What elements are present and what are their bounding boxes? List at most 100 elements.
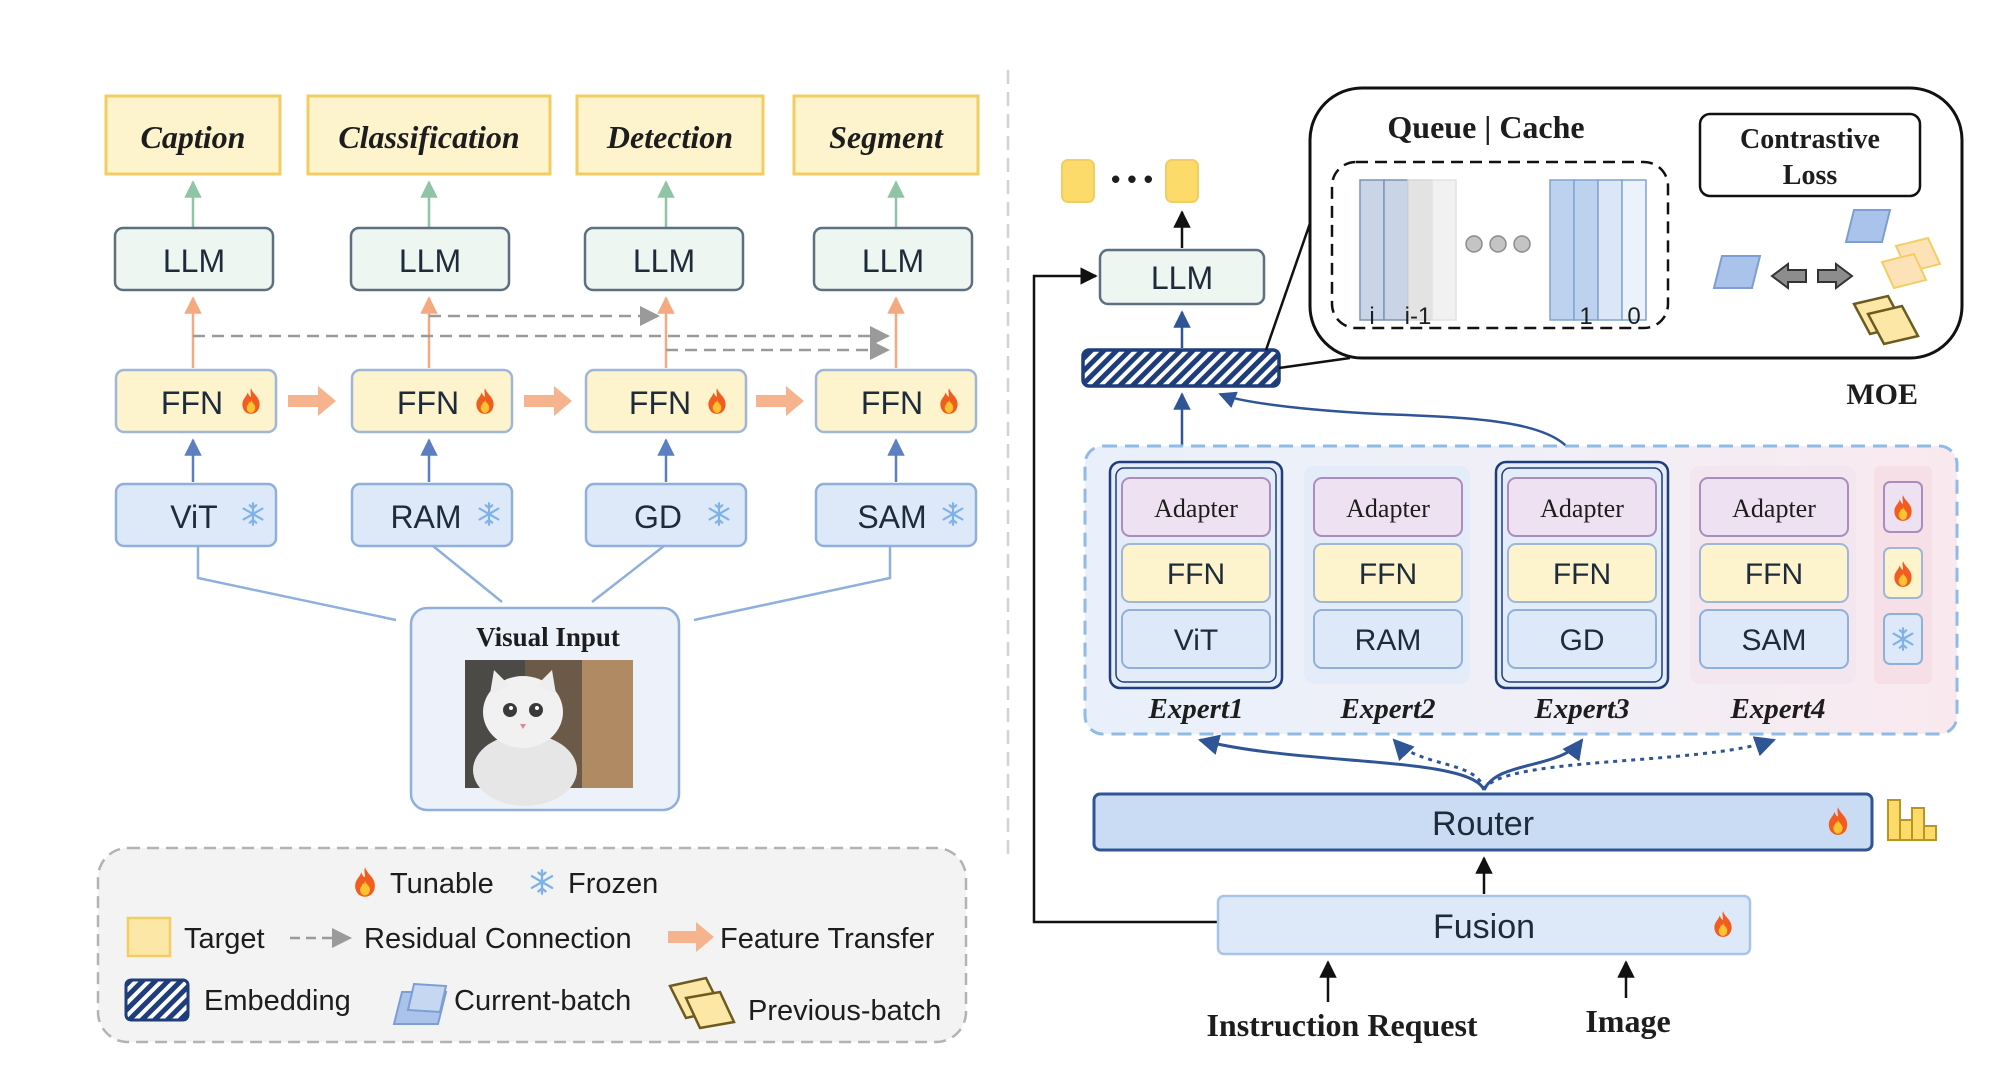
task-detection: Detection xyxy=(575,94,765,176)
legend-embedding: Embedding xyxy=(204,985,351,1017)
moe-label: MOE xyxy=(1846,378,1918,411)
arrow-expert3-to-embedding xyxy=(1218,391,1580,467)
expert-adapter-label: Adapter xyxy=(1732,494,1816,523)
output-token xyxy=(1061,159,1095,203)
instruction-request-label: Instruction Request xyxy=(1206,1007,1477,1043)
encoder-vit-label: ViT xyxy=(170,499,217,535)
fusion-label: Fusion xyxy=(1433,908,1535,946)
previous-batch-icon xyxy=(668,976,736,1030)
queue-cache-panel: Queue | Cache i i-1 1 0 Con xyxy=(1308,86,1964,360)
encoder-vit: ViT xyxy=(114,482,278,548)
legend-current-batch: Current-batch xyxy=(454,985,631,1017)
ffn-label: FFN xyxy=(397,385,459,421)
router-label: Router xyxy=(1432,805,1534,843)
queue-dot xyxy=(1489,235,1507,253)
ffn-box: FFN xyxy=(350,368,514,434)
current-batch-icon xyxy=(1712,255,1762,289)
queue-dot xyxy=(1465,235,1483,253)
expert-encoder-label: RAM xyxy=(1355,624,1422,657)
task-segment-label: Segment xyxy=(829,119,944,155)
legend-tunable: Tunable xyxy=(390,868,494,900)
legend-residual: Residual Connection xyxy=(364,923,632,955)
router-to-experts xyxy=(1197,734,1776,791)
expert-encoder-label: ViT xyxy=(1174,624,1218,657)
right-panel: • • • LLM Queue | Cache xyxy=(1032,86,1964,1043)
previous-batch-icon xyxy=(1852,294,1920,346)
legend-previous-batch: Previous-batch xyxy=(748,995,941,1027)
residual-connections xyxy=(193,306,890,360)
expert-adapter-label: Adapter xyxy=(1540,494,1624,523)
router: Router xyxy=(1092,792,1874,852)
expert-4: Adapter FFN SAM Expert4 xyxy=(1690,466,1856,725)
legend-feature-transfer-arrow xyxy=(668,922,714,952)
ffn-box: FFN xyxy=(584,368,748,434)
input-connections xyxy=(196,545,892,622)
right-llm-label: LLM xyxy=(1151,260,1213,296)
expert-name: Expert4 xyxy=(1729,693,1825,725)
llm-label: LLM xyxy=(633,243,695,279)
expert-ffn-label: FFN xyxy=(1359,558,1417,591)
expert-2: Adapter FFN RAM Expert2 xyxy=(1304,466,1470,725)
queue-index: i xyxy=(1369,303,1374,330)
output-dots: • • • xyxy=(1111,164,1153,194)
callout-line xyxy=(1264,205,1318,351)
encoder-ram: RAM xyxy=(350,482,514,548)
queue-dot xyxy=(1513,235,1531,253)
expert-name: Expert1 xyxy=(1147,693,1243,725)
encoder-sam-label: SAM xyxy=(857,499,926,535)
expert-encoder-label: GD xyxy=(1560,624,1605,657)
previous-batch-icon xyxy=(1880,236,1942,290)
visual-input: Visual Input xyxy=(409,606,681,812)
cat-image xyxy=(465,660,633,806)
llm-box: LLM xyxy=(349,226,511,292)
encoder-ram-label: RAM xyxy=(390,499,461,535)
output-token xyxy=(1165,159,1199,203)
expert-status-column xyxy=(1874,466,1932,684)
queue-columns-left xyxy=(1359,179,1457,321)
fusion: Fusion xyxy=(1216,894,1752,956)
llm-box: LLM xyxy=(583,226,745,292)
queue-title: Queue | Cache xyxy=(1387,109,1584,145)
legend-embedding-swatch xyxy=(124,978,190,1022)
expert-1: Adapter FFN ViT Expert1 xyxy=(1108,460,1284,725)
legend-target-swatch xyxy=(126,916,172,958)
ffn-label: FFN xyxy=(861,385,923,421)
llm-label: LLM xyxy=(163,243,225,279)
llm-label: LLM xyxy=(399,243,461,279)
queue-index: 1 xyxy=(1579,303,1592,330)
bar-chart-icon xyxy=(1887,799,1937,841)
task-segment: Segment xyxy=(792,94,980,176)
queue-index: i-1 xyxy=(1405,303,1432,330)
expert-3: Adapter FFN GD Expert3 xyxy=(1494,460,1670,725)
expert-adapter-label: Adapter xyxy=(1154,494,1238,523)
queue-columns-right xyxy=(1549,179,1647,321)
llm-label: LLM xyxy=(862,243,924,279)
arrow-fusion-to-llm xyxy=(1032,267,1218,924)
legend: Tunable Frozen Target Residual Connectio… xyxy=(96,846,968,1044)
expert-ffn-label: FFN xyxy=(1553,558,1611,591)
expert-ffn-label: FFN xyxy=(1167,558,1225,591)
callout-line xyxy=(1278,356,1351,370)
contrastive-loss-box xyxy=(1698,112,1922,198)
legend-feature-transfer: Feature Transfer xyxy=(720,923,935,955)
encoder-sam: SAM xyxy=(814,482,978,548)
image-label: Image xyxy=(1585,1003,1670,1039)
expert-adapter-label: Adapter xyxy=(1346,494,1430,523)
feature-transfer-arrows xyxy=(288,386,804,416)
encoder-gd: GD xyxy=(584,482,748,548)
legend-target: Target xyxy=(184,923,265,955)
push-pull-arrows xyxy=(1770,262,1854,290)
task-detection-label: Detection xyxy=(606,119,733,155)
expert-ffn-label: FFN xyxy=(1745,558,1803,591)
contrastive-loss-line2: Loss xyxy=(1783,160,1838,191)
expert-name: Expert2 xyxy=(1339,693,1435,725)
expert-name: Expert3 xyxy=(1533,693,1629,725)
llm-box: LLM xyxy=(113,226,275,292)
ffn-label: FFN xyxy=(161,385,223,421)
ffn-box: FFN xyxy=(114,368,278,434)
current-batch-icon xyxy=(1844,209,1892,243)
encoder-gd-label: GD xyxy=(634,499,682,535)
llm-box: LLM xyxy=(812,226,974,292)
right-llm-box: LLM xyxy=(1098,248,1266,306)
